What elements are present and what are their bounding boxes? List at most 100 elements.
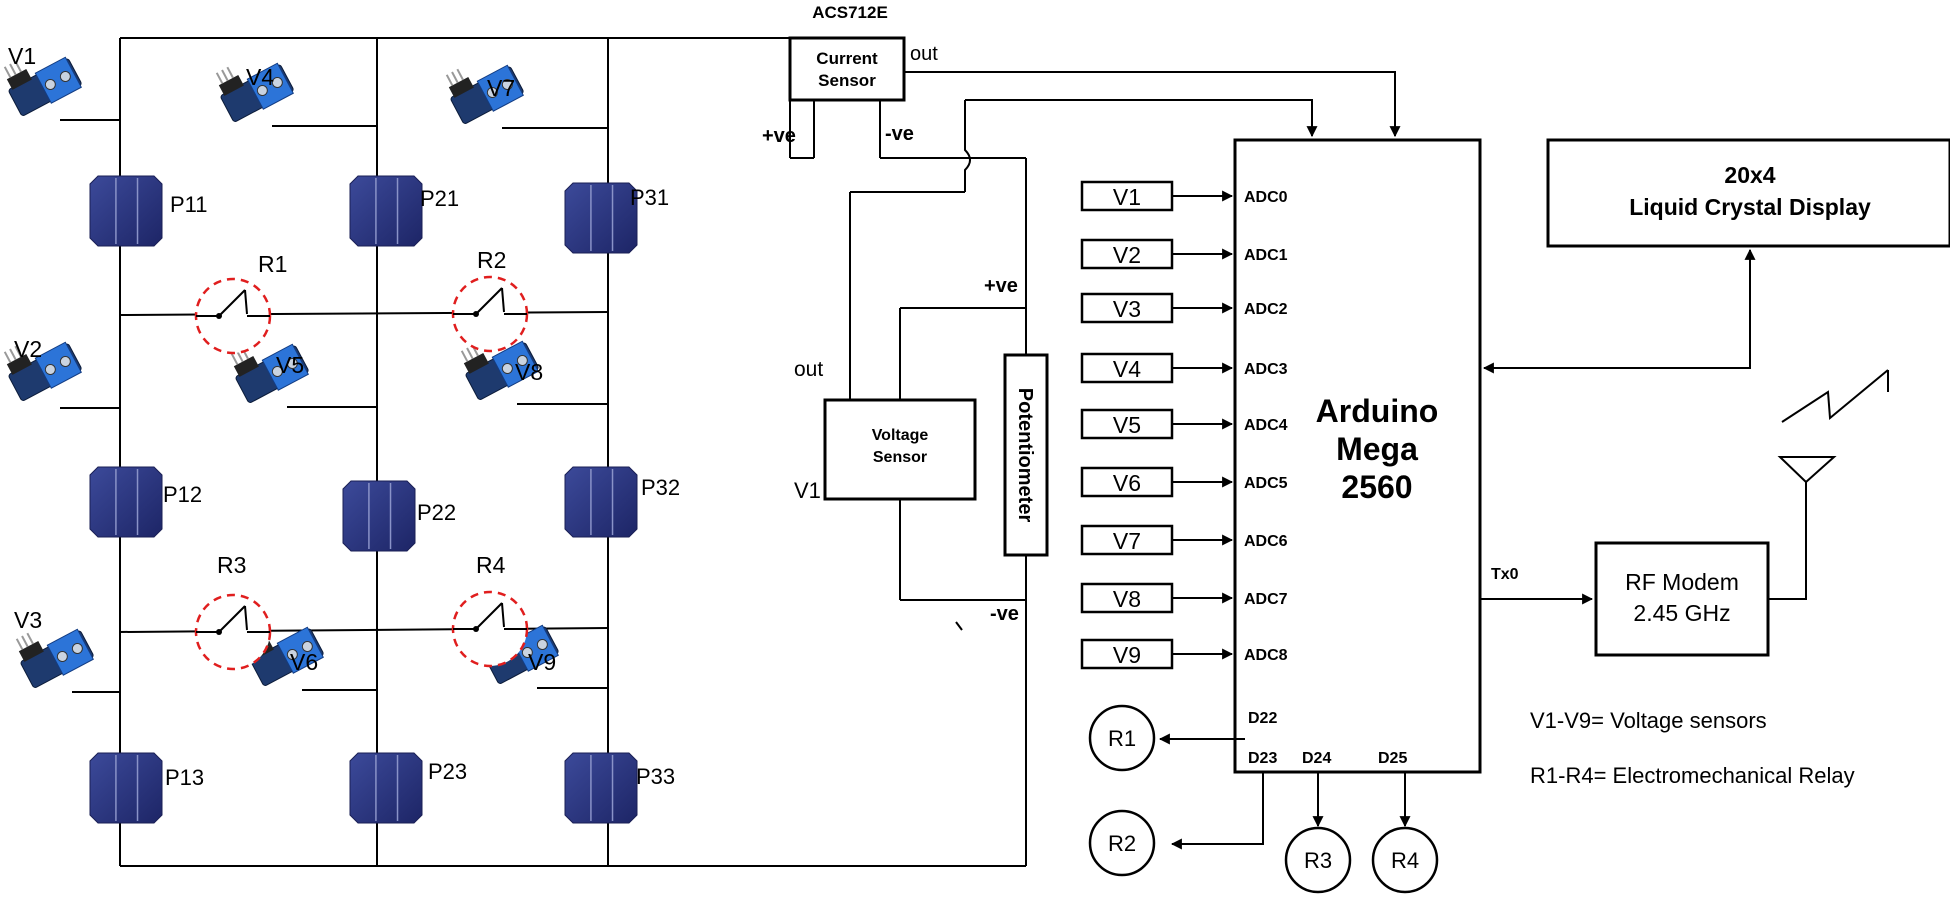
solar-panel-label-p12: P12 (163, 482, 202, 507)
voltage-sensor-module-label-v3: V3 (14, 607, 42, 633)
voltage-sensor-module-label-v1: V1 (8, 43, 36, 69)
relay-outputs: R1 R2 R3 R4 (1088, 704, 1439, 894)
voltage-sensor-line2: Sensor (873, 449, 927, 466)
solar-panel-p23: P23 (349, 752, 467, 824)
potentiometer-neg-label: -ve (990, 603, 1019, 625)
voltage-sensor-module-v5 (230, 343, 309, 403)
voltage-sensor-module-v7 (445, 64, 524, 124)
tx0-label: Tx0 (1491, 566, 1519, 583)
current-sensor-out-label: out (910, 43, 938, 65)
arduino-line3: 2560 (1341, 469, 1412, 505)
legend: V1-V9= Voltage sensors R1-R4= Electromec… (1530, 708, 1855, 788)
relay-output-r3 (1284, 826, 1352, 894)
arduino-mega: Arduino Mega 2560 D22 D23 D24 D25 (1233, 138, 1482, 774)
current-sensor-neg-label: -ve (885, 123, 914, 145)
solar-panel-label-p11: P11 (170, 192, 208, 217)
adc-pin-label-2: ADC2 (1244, 301, 1288, 318)
adc-pin-label-1: ADC1 (1244, 247, 1288, 264)
voltage-sensor-module-label-v8: V8 (515, 359, 543, 385)
voltage-sensor-module-label-v7: V7 (487, 75, 515, 101)
arduino-line1: Arduino (1316, 393, 1439, 429)
arduino-line2: Mega (1336, 431, 1418, 467)
relay-r1: R1 (194, 251, 287, 355)
lcd-line1: 20x4 (1724, 162, 1775, 188)
relay-r4: R4 (451, 552, 529, 668)
adc-input-label-6: V7 (1113, 528, 1141, 554)
lcd-link (1482, 248, 1756, 374)
adc-pin-label-8: ADC8 (1244, 647, 1288, 664)
current-sensor-pos-label: +ve (762, 125, 796, 147)
solar-panel-label-p21: P21 (420, 186, 459, 211)
solar-panel-label-p33: P33 (636, 764, 675, 789)
adc-input-label-8: V9 (1113, 642, 1141, 668)
adc-input-7: V8 ADC7 (1080, 582, 1288, 614)
relay-output-wires (1158, 733, 1411, 850)
adc-input-label-1: V2 (1113, 242, 1141, 268)
rf-modem-line2: 2.45 GHz (1633, 600, 1730, 626)
voltage-sensor-module-v2 (3, 341, 82, 401)
relay-output-r1-label: R1 (1108, 726, 1136, 751)
sensor-feed-wires (904, 71, 1401, 138)
relay-label-r1: R1 (258, 251, 287, 277)
pin-d25: D25 (1378, 750, 1407, 767)
voltage-sensor-module-label-v6: V6 (290, 649, 318, 675)
adc-input-label-7: V8 (1113, 586, 1141, 612)
solar-panel-label-p32: P32 (641, 475, 680, 500)
voltage-sensor-input-label: V1 (794, 478, 821, 503)
relay-label-r2: R2 (477, 247, 506, 273)
voltage-sensor-module-label-v9: V9 (528, 649, 556, 675)
rf-modem: RF Modem 2.45 GHz (1594, 541, 1770, 657)
relay-output-r2-label: R2 (1108, 831, 1136, 856)
relay-output-r1 (1088, 704, 1156, 772)
voltage-sensor-module-label-v4: V4 (246, 64, 274, 90)
solar-panel-p12: P12 (89, 466, 202, 538)
adc-input-1: V2 ADC1 (1080, 238, 1288, 270)
relay-output-r2 (1088, 809, 1156, 877)
voltage-sensor-module-v4 (215, 62, 294, 122)
solar-panel-p31: P31 (564, 182, 669, 254)
voltage-sensor-module-v8 (460, 340, 539, 400)
solar-panel-p13: P13 (89, 752, 204, 824)
voltage-sensor: Voltage Sensor out V1 (794, 358, 977, 503)
voltage-sensor-module-v1 (3, 56, 82, 116)
adc-input-label-0: V1 (1113, 184, 1141, 210)
current-sensor-line1: Current (816, 49, 878, 68)
solar-panel-label-p31: P31 (630, 185, 669, 210)
relay-label-r4: R4 (476, 552, 506, 578)
solar-panel-p22: P22 (342, 480, 456, 552)
legend-voltage-sensors: V1-V9= Voltage sensors (1530, 708, 1767, 733)
adc-input-label-3: V4 (1113, 356, 1141, 382)
relay-output-r3-label: R3 (1304, 848, 1332, 873)
adc-input-label-4: V5 (1113, 412, 1141, 438)
voltage-sensor-module-label-v5: V5 (276, 352, 304, 378)
antenna-icon (1768, 369, 1889, 600)
lcd-display: 20x4 Liquid Crystal Display (1546, 138, 1950, 248)
voltage-sensor-module-label-v2: V2 (14, 336, 42, 362)
relay-output-r4-label: R4 (1391, 848, 1419, 873)
adc-pin-label-7: ADC7 (1244, 591, 1288, 608)
pin-d24: D24 (1302, 750, 1331, 767)
relay-r2: R2 (451, 247, 529, 353)
lcd-line2: Liquid Crystal Display (1629, 194, 1871, 220)
adc-input-2: V3 ADC2 (1080, 292, 1288, 324)
solar-panel-p33: P33 (564, 752, 675, 824)
relay-output-r4 (1371, 826, 1439, 894)
potentiometer-pos-label: +ve (984, 275, 1018, 297)
voltage-sensor-line1: Voltage (872, 427, 929, 444)
adc-pin-label-4: ADC4 (1244, 417, 1288, 434)
potentiometer-label: Potentiometer (1014, 388, 1036, 523)
current-sensor-part: ACS712E (812, 3, 888, 22)
adc-input-label-2: V3 (1113, 296, 1141, 322)
solar-panel-p32: P32 (564, 466, 680, 538)
adc-input-label-5: V6 (1113, 470, 1141, 496)
relay-r3: R3 (194, 552, 272, 671)
